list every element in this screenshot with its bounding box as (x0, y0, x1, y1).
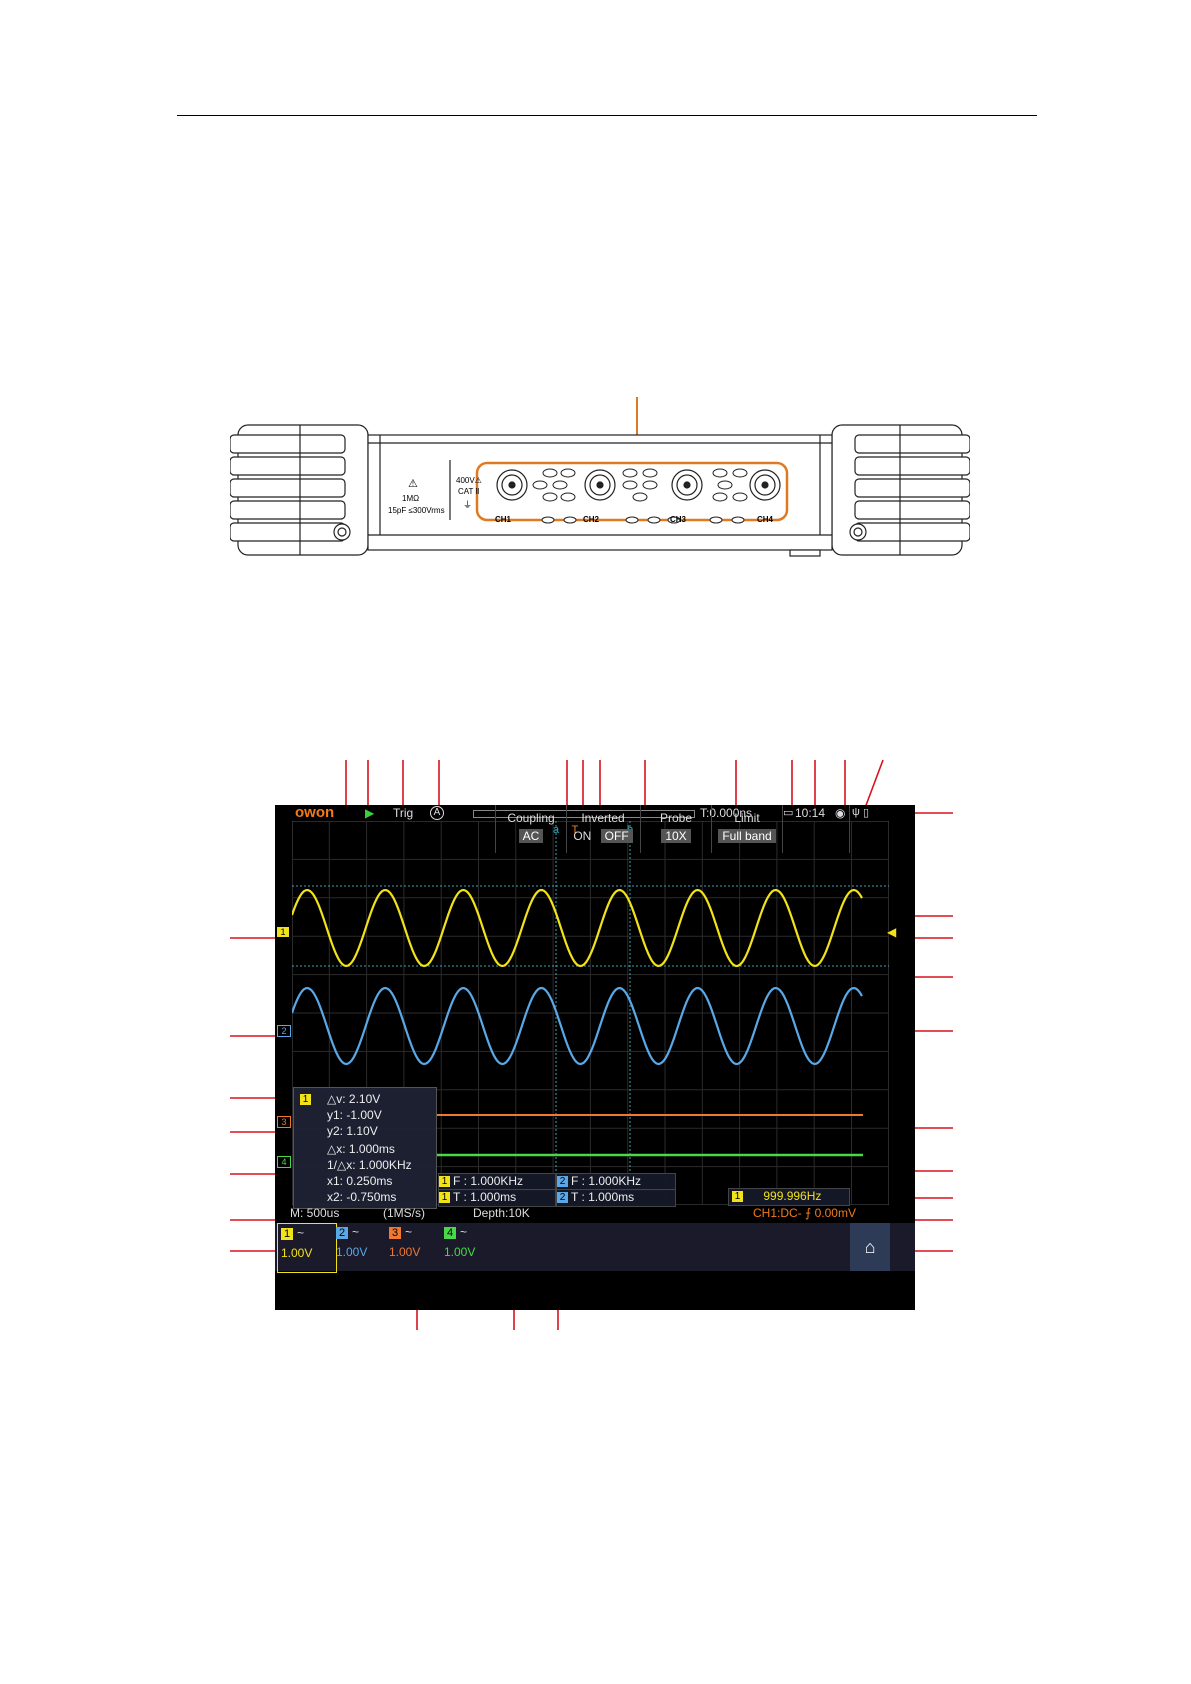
cursor-a-marker[interactable]: a (553, 824, 560, 836)
usb-disk-icon: ▭ (783, 807, 794, 819)
empty-menu-item[interactable] (783, 805, 850, 853)
ch2-select[interactable]: 2~ 1.00V (336, 1225, 368, 1259)
ch2-offset-marker[interactable]: 2 (277, 1025, 291, 1037)
trig-status: Trig (393, 806, 414, 820)
trigger-level-marker[interactable]: ◀ (887, 925, 897, 939)
probe-menu-item[interactable]: Probe 10X (641, 805, 712, 853)
cursor-x1: x1: 0.250ms (327, 1174, 393, 1188)
cursor-inverse-dx: 1/△x: 1.000KHz (327, 1158, 412, 1172)
play-icon[interactable]: ▶ (365, 806, 375, 820)
cursor-dv: △v: 2.10V (327, 1092, 381, 1106)
ch3-label: CH3 (670, 515, 687, 524)
bnc-connectors (496, 469, 781, 501)
front-panel-figure: CH1 CH2 CH3 CH4 ⚠ 1MΩ 15pF ≤300Vrms 400V… (229, 395, 971, 570)
ch1-offset-marker[interactable]: 1 (277, 927, 289, 937)
ground-icon: ⏚ (463, 500, 472, 511)
warning-icon: ⚠ (408, 477, 418, 490)
auto-mode-icon[interactable]: A (430, 806, 444, 820)
inverted-menu-item[interactable]: Inverted ON OFF (566, 805, 641, 853)
trigger-status: CH1:DC- ⨍ 0.00mV (753, 1206, 856, 1220)
home-icon[interactable]: ⌂ (850, 1223, 890, 1271)
page-header-rule (177, 115, 1037, 116)
sample-rate: (1MS/s) (383, 1206, 425, 1220)
rating-category: CAT Ⅱ (458, 487, 479, 496)
coupling-menu-item[interactable]: Coupling AC (495, 805, 567, 853)
rating-voltage: 400V⚠ (456, 476, 482, 485)
cursor-dx: △x: 1.000ms (327, 1142, 395, 1156)
ch1-label: CH1 (495, 515, 512, 524)
ch4-label: CH4 (757, 515, 774, 524)
right-bumper (831, 424, 971, 556)
wifi-icon: ◉ (835, 806, 846, 820)
left-bumper (229, 424, 369, 556)
ch4-select[interactable]: 4~ 1.00V (444, 1225, 476, 1259)
limit-menu-item[interactable]: Limit Full band (712, 805, 783, 853)
ch2-waveform (292, 986, 863, 1066)
brand-logo: owon (295, 805, 335, 821)
frequency-counter: 1 999.996Hz (728, 1188, 850, 1206)
oscilloscope-screen: owon ▶ Trig A T:0.000ns ▭ 10:14 ◉ ψ ▯ a … (275, 805, 915, 1310)
ch3-select[interactable]: 3~ 1.00V (389, 1225, 421, 1259)
ch4-offset-marker[interactable]: 4 (277, 1156, 291, 1168)
ch2-label: CH2 (583, 515, 600, 524)
trigger-position-marker[interactable]: T (572, 824, 579, 836)
cursor-channel-badge: 1 (300, 1094, 311, 1105)
cursor-readout-panel: 1 △v: 2.10V y1: -1.00V y2: 1.10V △x: 1.0… (293, 1087, 437, 1209)
time-offset: T:0.000ns (700, 806, 753, 820)
front-panel-drawing: CH1 CH2 CH3 CH4 ⚠ 1MΩ 15pF ≤300Vrms 400V… (229, 397, 971, 557)
record-depth: Depth:10K (473, 1206, 530, 1220)
ch1-select[interactable]: 1~ 1.00V (277, 1223, 337, 1273)
ch1-waveform (292, 888, 863, 968)
memory-position-bar[interactable] (473, 810, 695, 818)
bottom-menu (275, 1223, 915, 1271)
timebase: M: 500us (290, 1206, 340, 1220)
spec-label: 15pF ≤300Vrms (388, 506, 445, 515)
usb-icon: ψ (852, 806, 860, 818)
cursor-x2: x2: -0.750ms (327, 1190, 397, 1204)
status-bar: owon ▶ Trig A T:0.000ns ▭ 10:14 ◉ ψ ▯ (275, 805, 915, 821)
battery-icon: ▯ (863, 807, 870, 819)
clock: 10:14 (795, 806, 826, 820)
impedance-label: 1MΩ (402, 494, 419, 503)
cursor-y1: y1: -1.00V (327, 1108, 382, 1122)
ch3-offset-marker[interactable]: 3 (277, 1116, 291, 1128)
cursor-y2: y2: 1.10V (327, 1124, 378, 1138)
